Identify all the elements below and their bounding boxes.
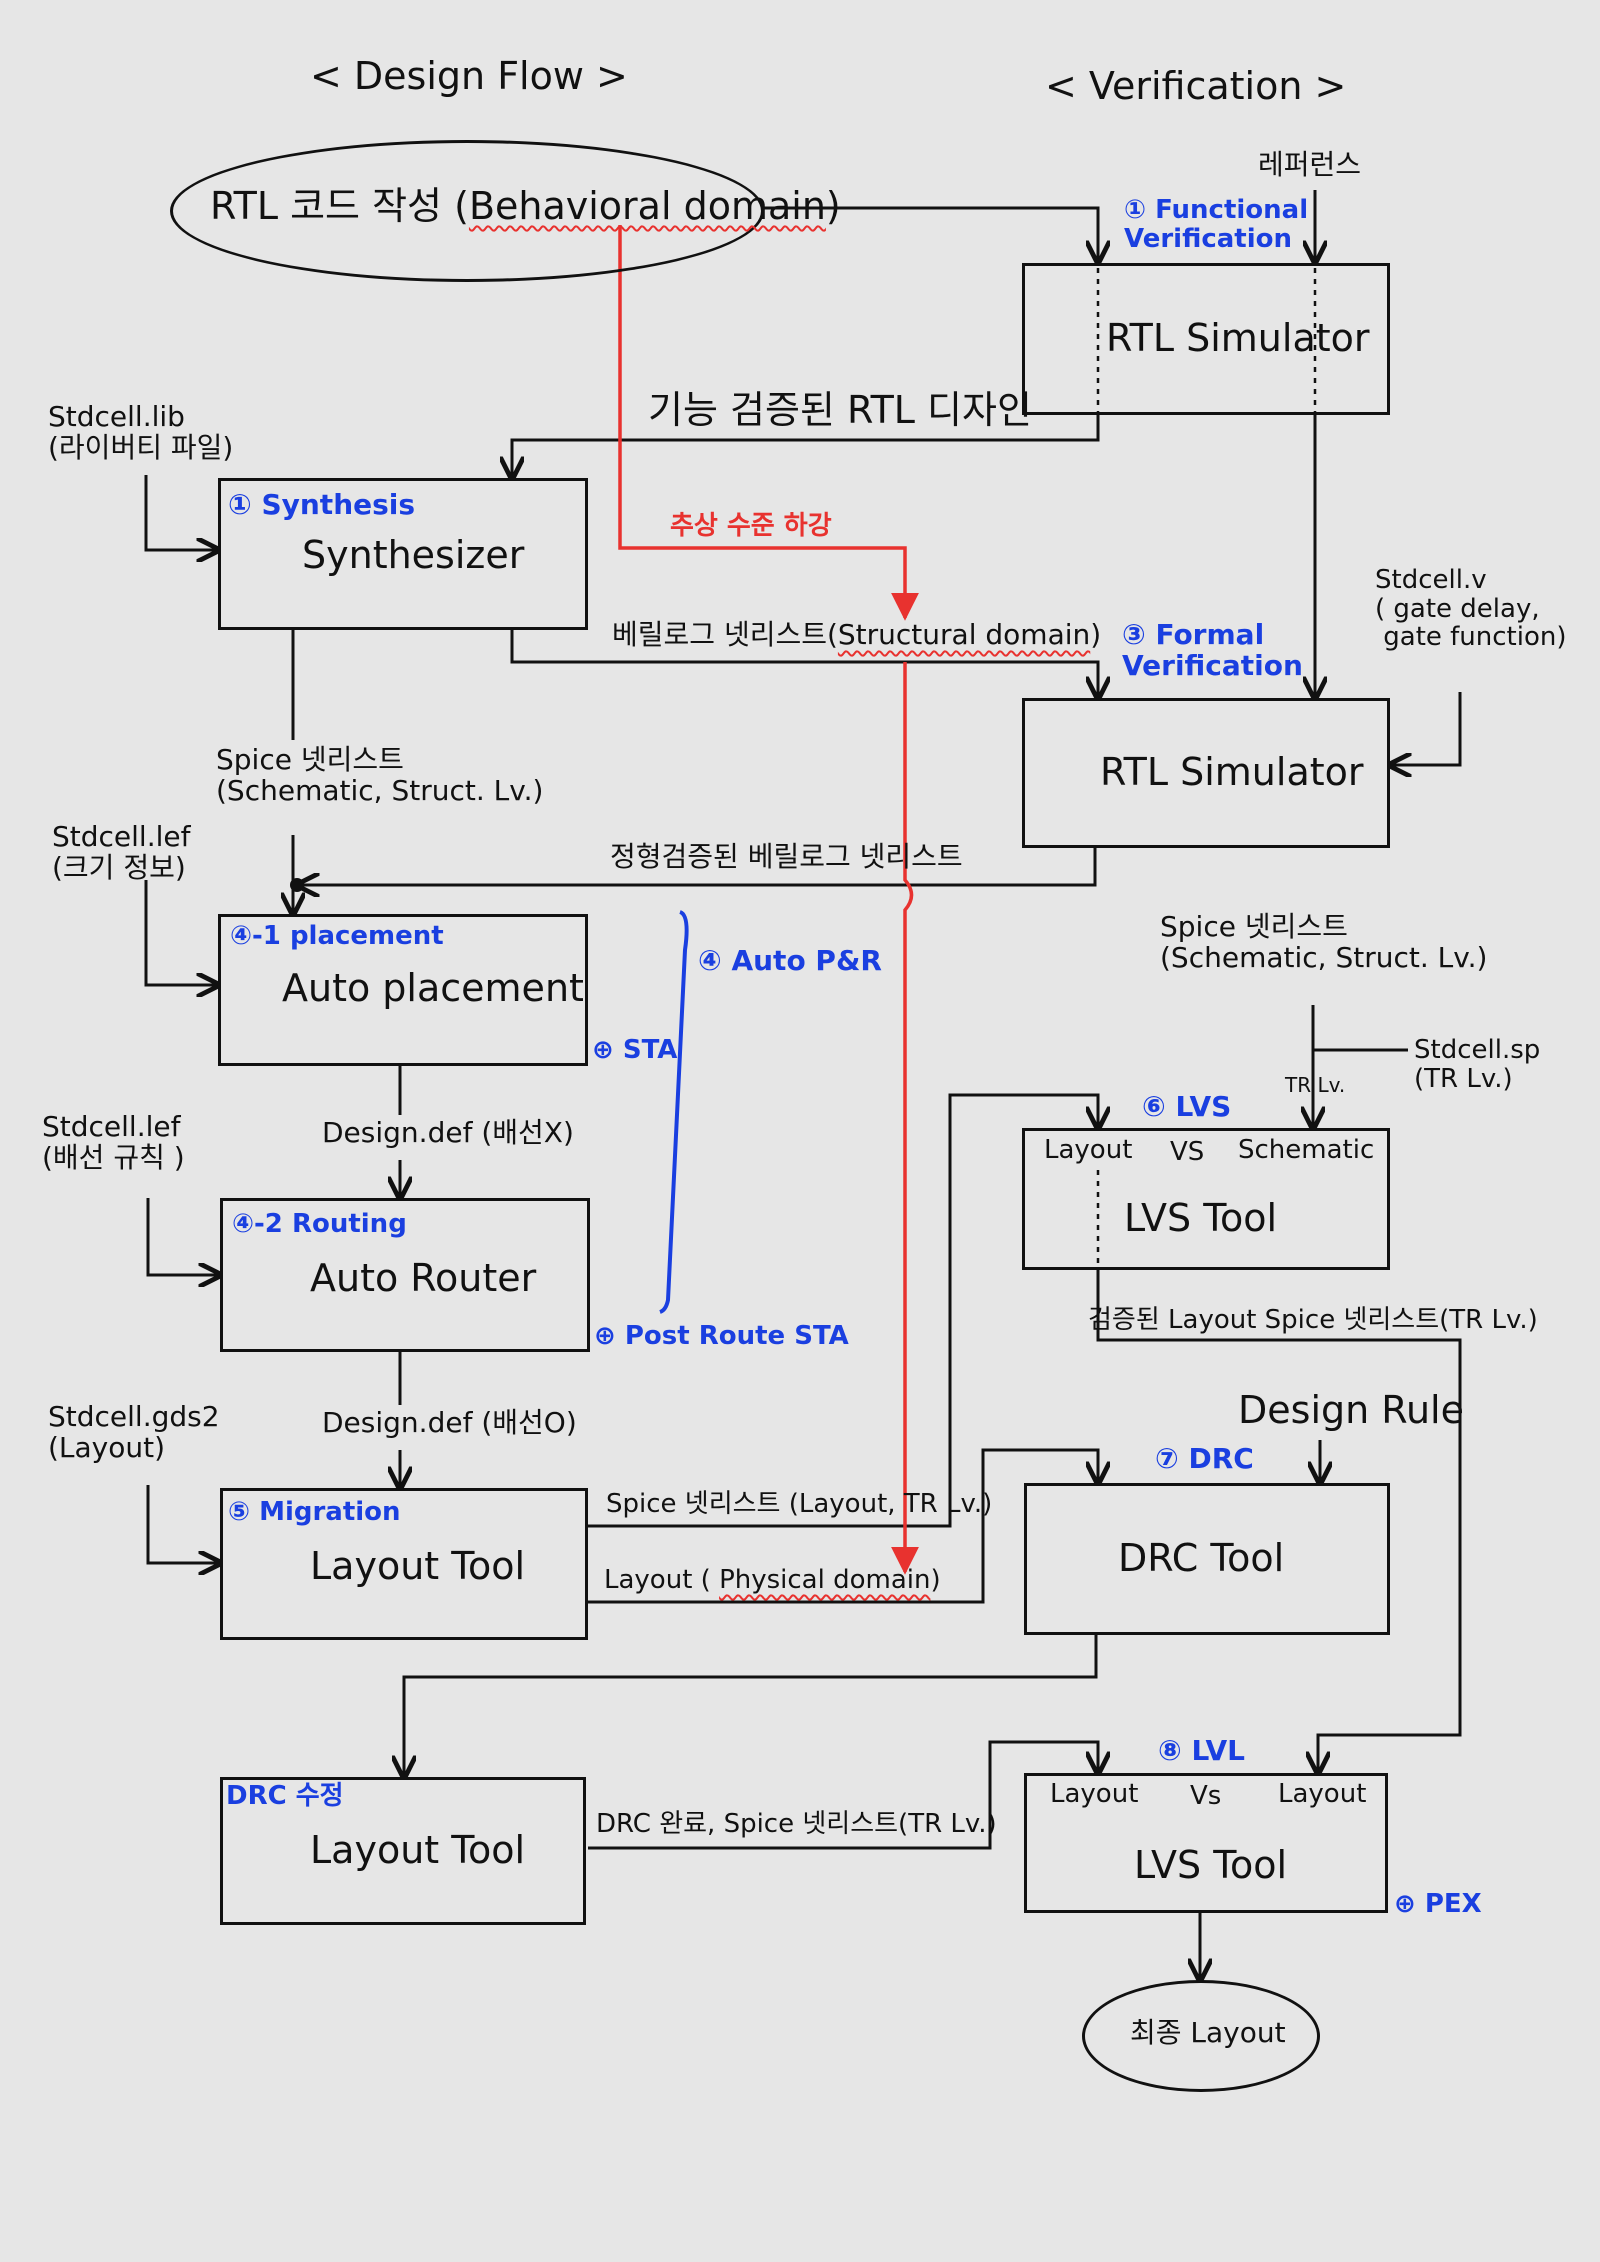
stdcell-v-label: Stdcell.v ( gate delay, gate function) (1375, 565, 1567, 653)
pex-label: ⊕ PEX (1394, 1889, 1482, 1919)
reference-label: 레퍼런스 (1258, 148, 1362, 181)
lvl-step: ⑧ LVL (1158, 1734, 1245, 1767)
wire-fix-to-lvl (588, 1740, 1098, 1850)
drc-fix-step: DRC 수정 (226, 1781, 344, 1811)
routing-step: ④-2 Routing (232, 1209, 407, 1239)
abstraction-down-label: 추상 수준 하강 (670, 511, 832, 541)
post-route-sta-label: ⊕ Post Route STA (594, 1321, 849, 1351)
drc-fix-layout-tool: Layout Tool (310, 1828, 526, 1872)
verilog-netlist-prefix: 베릴로그 넷리스트( (612, 618, 838, 651)
verilog-netlist-label: 베릴로그 넷리스트(Structural domain) (612, 618, 1102, 651)
wire-layout-to-drc (588, 1448, 1098, 1604)
stdcell-sp-label: Stdcell.sp (TR Lv.) (1414, 1035, 1541, 1094)
placement-box (218, 914, 588, 1066)
drc-tool: DRC Tool (1118, 1536, 1285, 1580)
stdcell-gds2-label: Stdcell.gds2 (Layout) (48, 1400, 220, 1464)
synthesis-step: ① Synthesis (228, 488, 416, 521)
synthesizer-tool: Synthesizer (302, 533, 525, 577)
final-layout-node (1082, 1980, 1320, 2092)
physical-domain: Physical domain (719, 1565, 931, 1595)
design-def-unrouted: Design.def (배선X) (322, 1116, 574, 1149)
migration-step: ⑤ Migration (228, 1497, 401, 1527)
verified-layout-spice-label: 검증된 Layout Spice 넷리스트(TR Lv.) (1088, 1305, 1538, 1335)
wire-netlist-to-formal (510, 630, 1098, 698)
wire-drc-to-fix (404, 1635, 1098, 1777)
stdcell-lib-label: Stdcell.lib (라이버티 파일) (48, 400, 234, 464)
lvs-tool: LVS Tool (1124, 1196, 1278, 1240)
design-def-routed: Design.def (배선O) (322, 1406, 577, 1439)
lvl-layout-right: Layout (1278, 1779, 1367, 1809)
lvl-layout-left: Layout (1050, 1779, 1139, 1809)
wire-formal-to-placement (298, 848, 1097, 885)
final-layout-label: 최종 Layout (1130, 2016, 1286, 2049)
lvs-layout-label: Layout (1044, 1135, 1133, 1165)
sta-label: ⊕ STA (592, 1035, 678, 1065)
router-box (220, 1198, 590, 1352)
wire-spice-to-lvs (588, 1093, 1098, 1528)
drc-fix-box (220, 1777, 586, 1925)
rtl-simulator-1: RTL Simulator (1106, 316, 1370, 360)
rtl-coding-label: RTL 코드 작성 (Behavioral domain) (210, 184, 841, 228)
migration-box (220, 1488, 588, 1640)
stdcell-lef-size-label: Stdcell.lef (크기 정보) (52, 820, 191, 884)
rtl-simulator-box-1 (1022, 263, 1390, 415)
lvs-step: ⑥ LVS (1142, 1090, 1232, 1123)
formal-verification-step: ③ Formal Verification (1122, 618, 1303, 682)
layout-physical-label: Layout ( Physical domain) (604, 1566, 941, 1595)
tr-lv-label: TR Lv. (1285, 1073, 1346, 1097)
spice-layout-label: Spice 넷리스트 (Layout, TR Lv.) (606, 1489, 993, 1519)
rtl-simulator-box-2 (1022, 698, 1390, 848)
drc-step: ⑦ DRC (1155, 1442, 1254, 1475)
placement-step: ④-1 placement (230, 921, 444, 951)
lvs-vs-label: VS (1170, 1137, 1205, 1167)
wire-lvs-to-lvl (1096, 1270, 1462, 1773)
stdcell-lef-rule-label: Stdcell.lef (배선 규칙 ) (42, 1110, 185, 1174)
auto-router-tool: Auto Router (310, 1256, 537, 1300)
spice-netlist-schematic-2: Spice 넷리스트 (Schematic, Struct. Lv.) (1160, 910, 1488, 974)
rtl-suffix: ) (825, 184, 841, 228)
junction-dot (290, 878, 304, 892)
lvs-schematic-label: Schematic (1238, 1135, 1375, 1165)
migration-layout-tool: Layout Tool (310, 1544, 526, 1588)
rtl-coding-node (170, 140, 764, 282)
verilog-netlist-suffix: ) (1090, 618, 1102, 651)
verification-header: < Verification > (1045, 64, 1347, 108)
wire-rtl-to-simulator (762, 206, 1098, 262)
wire-verified-rtl (512, 415, 1100, 478)
lvs-tool-box (1022, 1128, 1390, 1270)
synthesizer-box (218, 478, 588, 630)
auto-pnr-brace (659, 910, 689, 1314)
rtl-prefix: RTL 코드 작성 ( (210, 184, 469, 228)
design-flow-header: < Design Flow > (310, 54, 628, 98)
auto-pnr-label: ④ Auto P&R (698, 944, 882, 977)
auto-placement-tool: Auto placement (282, 966, 584, 1010)
structural-domain: Structural domain (837, 618, 1091, 651)
lvl-vs-label: Vs (1190, 1781, 1222, 1811)
design-rule-label: Design Rule (1238, 1388, 1464, 1432)
verified-rtl-label: 기능 검증된 RTL 디자인 (648, 388, 1032, 432)
layout-suffix: ) (930, 1565, 941, 1595)
lvl-tool-box (1024, 1773, 1388, 1913)
spice-netlist-schematic-1: Spice 넷리스트 (Schematic, Struct. Lv.) (216, 743, 544, 807)
drc-done-label: DRC 완료, Spice 넷리스트(TR Lv.) (596, 1809, 997, 1839)
lvl-lvs-tool: LVS Tool (1134, 1843, 1288, 1887)
layout-prefix: Layout ( (604, 1565, 720, 1595)
rtl-simulator-2: RTL Simulator (1100, 750, 1364, 794)
behavioral-domain: Behavioral domain (468, 184, 826, 228)
formally-verified-netlist-label: 정형검증된 베릴로그 넷리스트 (610, 840, 963, 873)
abstraction-path (618, 225, 919, 621)
functional-verification-step: ① Functional Verification (1124, 195, 1309, 254)
drc-tool-box (1024, 1483, 1390, 1635)
